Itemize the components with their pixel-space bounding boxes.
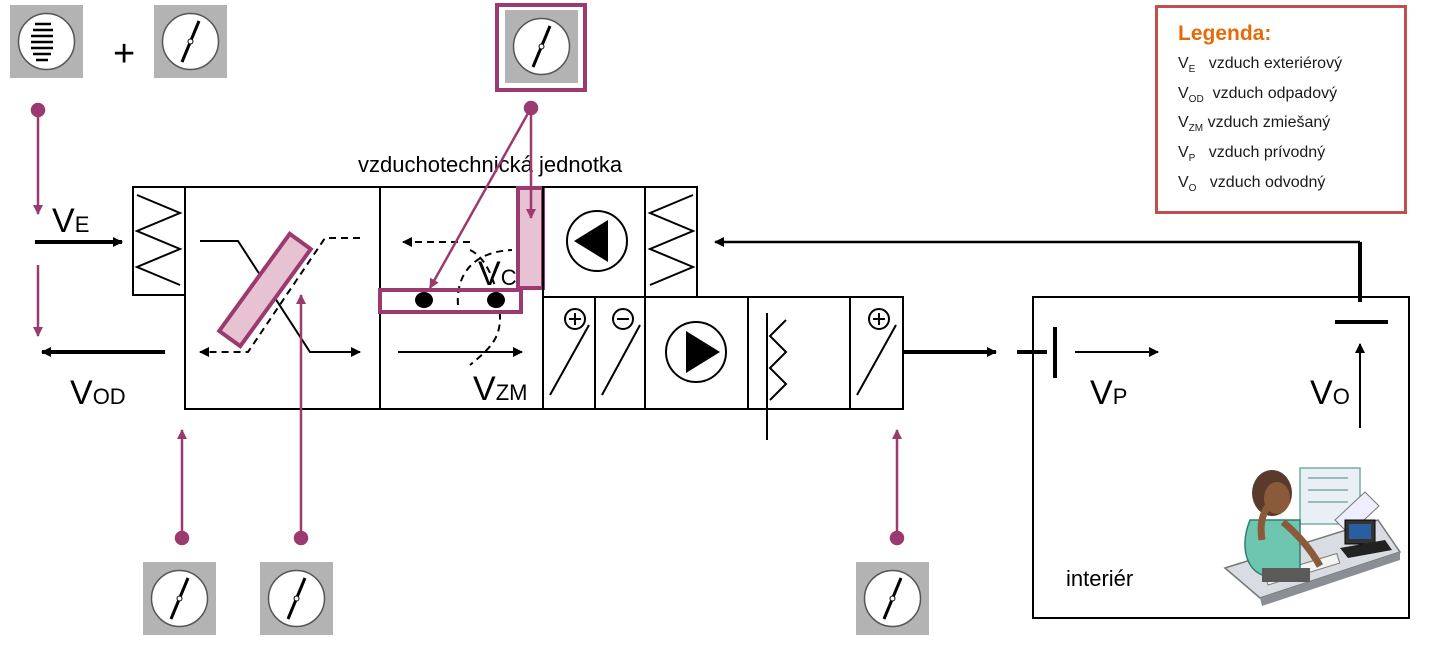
legend-item: VOD vzduch odpadový xyxy=(1178,84,1338,105)
exhaust-filter xyxy=(644,186,698,298)
unit-title: vzduchotechnická jednotka xyxy=(358,152,623,177)
damper-sensor-icon-bottom-3 xyxy=(854,560,931,637)
damper-sensor-icon-bottom-2 xyxy=(258,560,335,637)
exhaust-fan xyxy=(542,186,646,298)
legend-item: VP vzduch prívodný xyxy=(1178,144,1326,165)
supply-fan xyxy=(665,321,727,383)
highlight-frame-top xyxy=(495,3,587,92)
label-vzm: VZM xyxy=(473,370,527,408)
label-ve: VE xyxy=(52,202,89,240)
sensor-connectors xyxy=(30,100,905,546)
legend-item: VO vzduch odvodný xyxy=(1178,173,1326,194)
legend-item: VZM vzduch zmiešaný xyxy=(1178,114,1331,135)
legend-title: Legenda: xyxy=(1178,22,1272,45)
damper-sensor-icon-mix xyxy=(503,8,580,85)
label-vo: VO xyxy=(1310,374,1350,412)
plus-sign: + xyxy=(113,33,135,75)
heat-exchanger xyxy=(199,231,361,357)
legend-item: VE vzduch exteriérový xyxy=(1178,55,1343,76)
label-vod: VOD xyxy=(70,374,126,412)
label-vc: VC xyxy=(478,255,517,293)
flow-arrows xyxy=(35,237,1388,428)
heat-recovery-section xyxy=(184,186,381,410)
label-vp: VP xyxy=(1090,374,1127,412)
person-at-desk-illustration xyxy=(1223,467,1402,606)
legend: Legenda: VE vzduch exteriérový VOD vzduc… xyxy=(1155,5,1407,214)
intake-filter xyxy=(132,186,186,296)
mixing-flows xyxy=(378,186,545,366)
supply-row xyxy=(542,296,904,440)
damper-sensor-icon-bottom-1 xyxy=(141,560,218,637)
louver-damper-icon xyxy=(10,5,83,78)
damper-sensor-icon-top xyxy=(152,3,229,80)
interior-label: interiér xyxy=(1066,566,1133,591)
interior-room xyxy=(1032,296,1410,619)
